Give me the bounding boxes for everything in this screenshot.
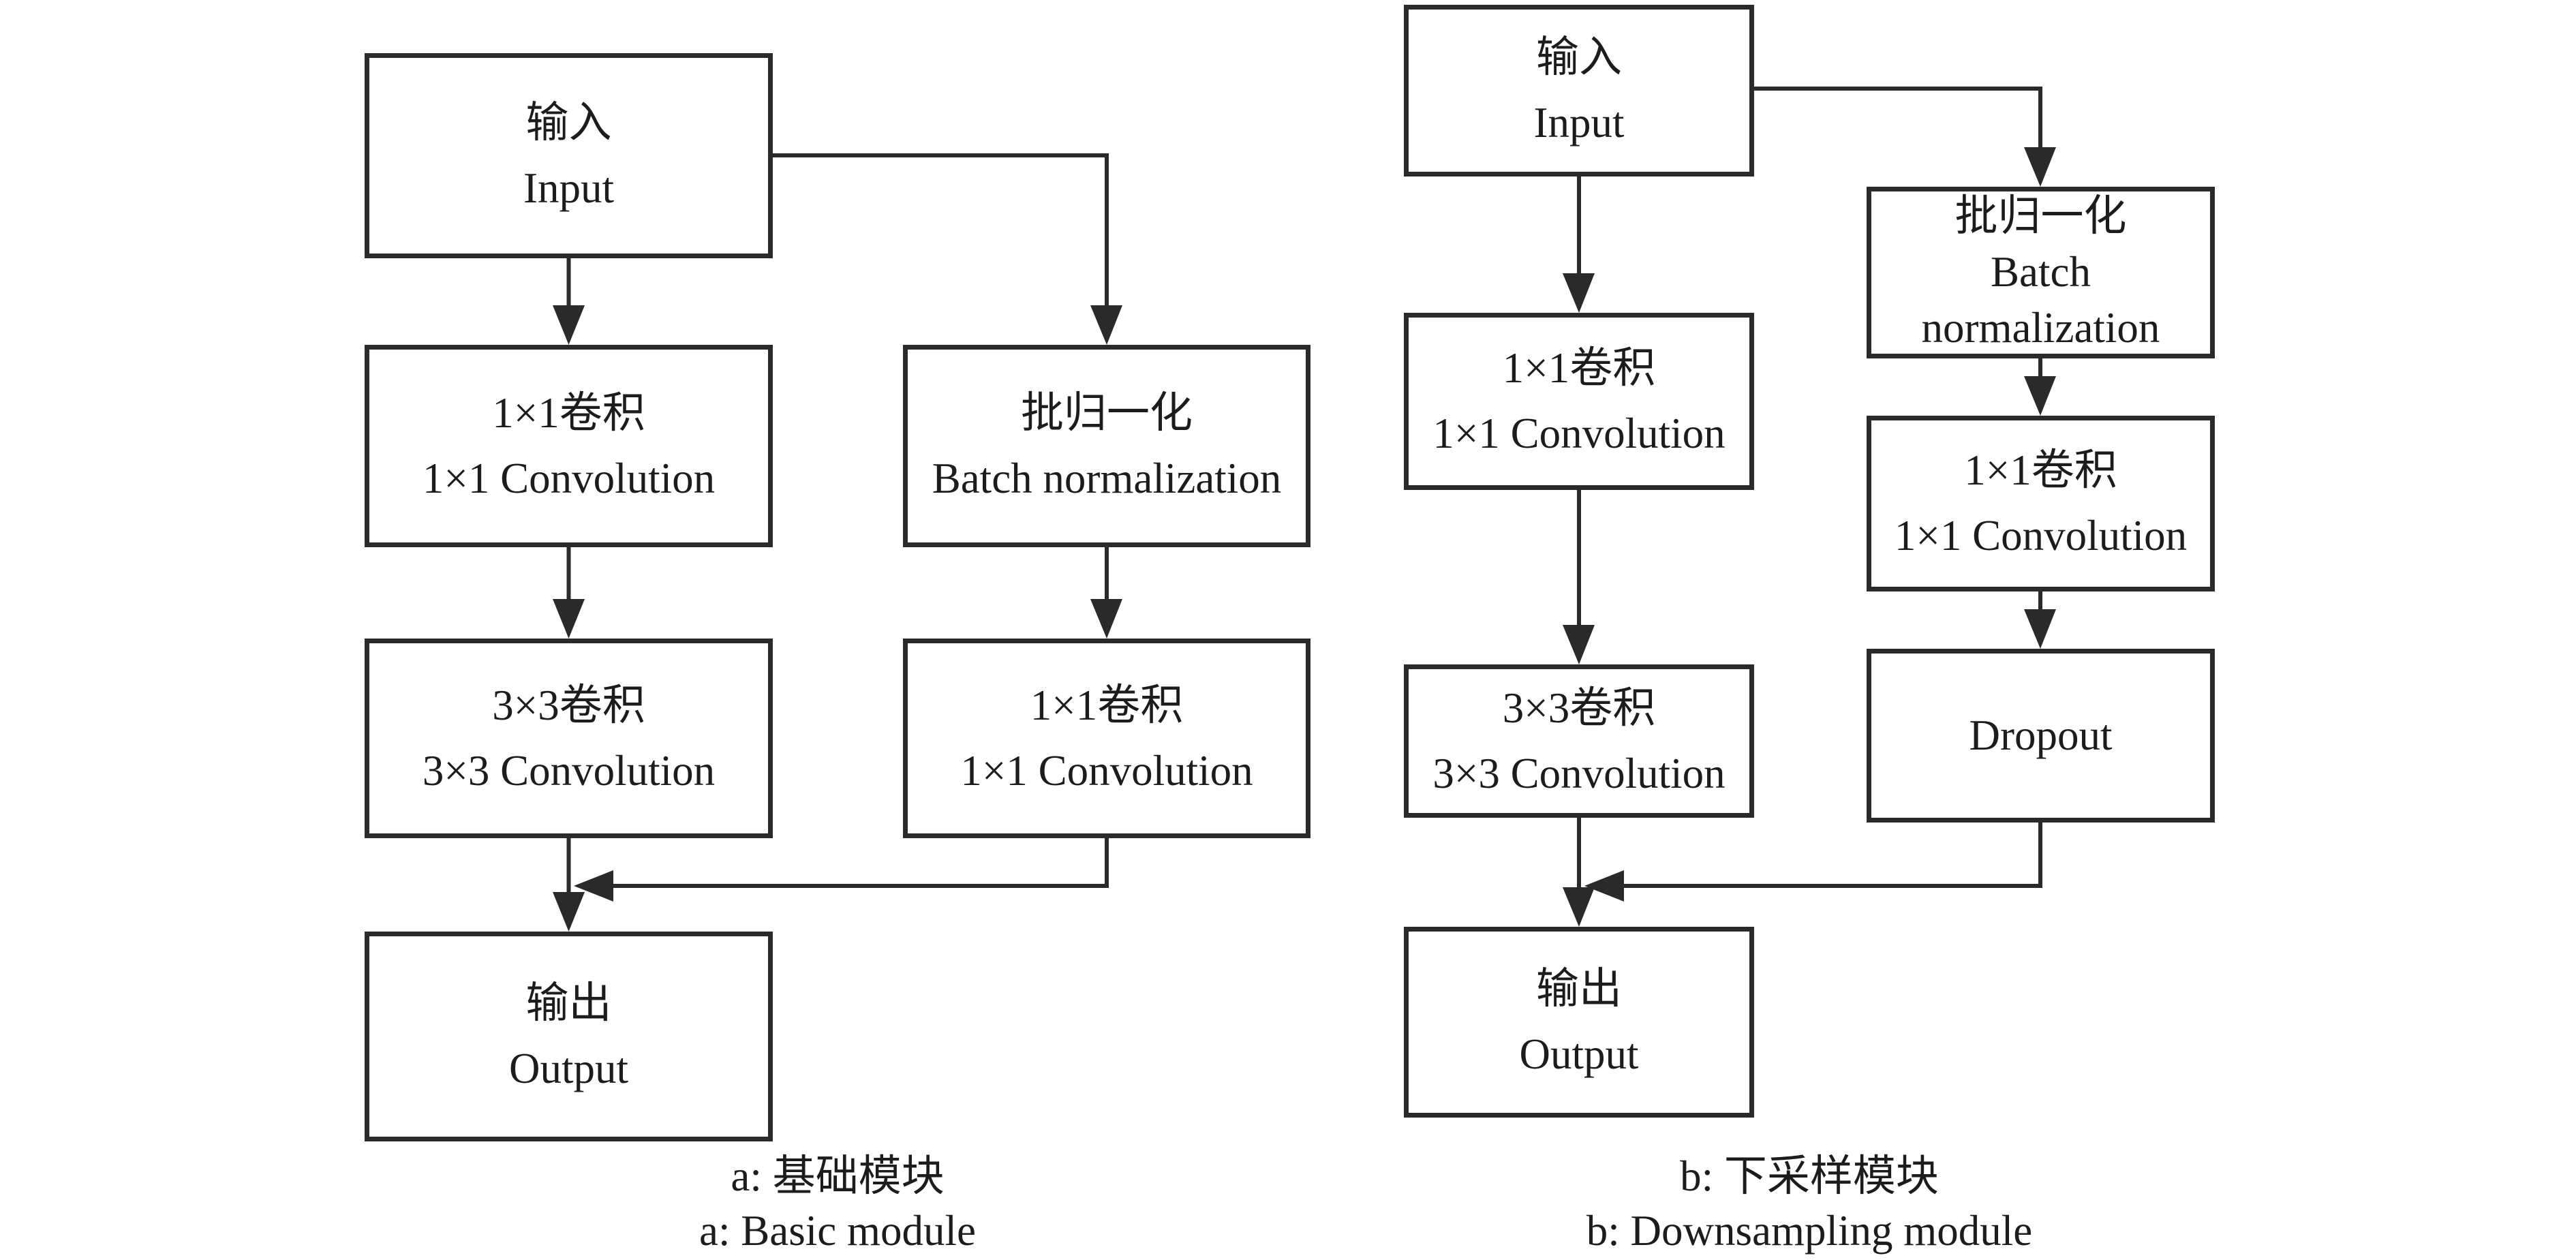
node-a-input: 输入 Input <box>365 53 773 258</box>
arrowhead-b-dropout <box>2024 609 2056 649</box>
node-a-conv1x1-branch-label-zh: 1×1卷积 <box>1030 681 1184 729</box>
node-b-conv3x3: 3×3卷积 3×3 Convolution <box>1404 664 1754 818</box>
node-a-conv1x1-label-en: 1×1 Convolution <box>422 454 716 502</box>
node-b-batchnorm-label-zh: 批归一化 <box>1954 192 2127 241</box>
connector-b-input-bn <box>1754 87 2042 150</box>
node-b-conv3x3-label-en: 3×3 Convolution <box>1432 749 1726 797</box>
node-a-conv1x1-label-zh: 1×1卷积 <box>492 388 645 437</box>
arrowhead-a-output <box>553 892 585 932</box>
arrowhead-a-conv1 <box>553 305 585 345</box>
node-a-conv3x3-label-zh: 3×3卷积 <box>492 681 645 729</box>
node-b-conv1x1-branch: 1×1卷积 1×1 Convolution <box>1867 416 2215 591</box>
node-a-batchnorm: 批归一化 Batch normalization <box>903 345 1310 547</box>
caption-b: b: 下采样模块 b: Downsampling module <box>1503 1149 2116 1258</box>
node-a-conv3x3-label-en: 3×3 Convolution <box>422 746 716 795</box>
connector-a-input-bn <box>773 153 1109 308</box>
node-b-conv1x1-branch-label-en: 1×1 Convolution <box>1894 512 2188 559</box>
node-b-input-label-en: Input <box>1533 99 1625 147</box>
caption-a-en: a: Basic module <box>699 1207 976 1255</box>
node-b-batchnorm-label-en: Batch normalization <box>1921 248 2160 352</box>
arrowhead-a-conv3 <box>553 599 585 639</box>
connector-b-merge <box>1621 823 2042 888</box>
node-a-batchnorm-label-en: Batch normalization <box>932 454 1282 502</box>
node-a-output-label-zh: 输出 <box>525 979 612 1028</box>
node-a-conv1x1-branch-label-en: 1×1 Convolution <box>960 746 1253 795</box>
arrowhead-b-conv1b <box>2024 376 2056 416</box>
node-b-input-label-zh: 输入 <box>1536 33 1622 82</box>
arrowhead-b-merge <box>1584 870 1624 902</box>
node-b-output-label-en: Output <box>1519 1030 1639 1078</box>
node-a-conv1x1-branch: 1×1卷积 1×1 Convolution <box>903 639 1310 838</box>
node-b-input: 输入 Input <box>1404 5 1754 176</box>
node-a-input-label-zh: 输入 <box>525 98 612 147</box>
node-a-batchnorm-label-zh: 批归一化 <box>1021 388 1193 437</box>
node-b-batchnorm: 批归一化 Batch normalization <box>1867 187 2215 358</box>
arrowhead-a-merge <box>574 870 613 902</box>
caption-a: a: 基础模块 a: Basic module <box>565 1149 1110 1258</box>
node-b-conv1x1-label-zh: 1×1卷积 <box>1502 344 1656 393</box>
arrowhead-b-bn <box>2024 147 2056 187</box>
arrowhead-b-conv1 <box>1563 273 1595 313</box>
arrowhead-b-output <box>1563 887 1595 927</box>
node-b-conv1x1-branch-label-zh: 1×1卷积 <box>1964 446 2117 495</box>
node-b-dropout-label-en: Dropout <box>1969 711 2113 759</box>
node-a-input-label-en: Input <box>523 164 614 212</box>
connector-a-merge <box>611 838 1109 888</box>
node-b-output: 输出 Output <box>1404 927 1754 1118</box>
caption-b-zh: b: 下采样模块 <box>1680 1152 1939 1200</box>
node-b-conv3x3-label-zh: 3×3卷积 <box>1502 683 1656 732</box>
node-a-conv3x3: 3×3卷积 3×3 Convolution <box>365 639 773 838</box>
node-b-dropout: Dropout <box>1867 649 2215 823</box>
node-b-conv1x1: 1×1卷积 1×1 Convolution <box>1404 313 1754 490</box>
caption-a-zh: a: 基础模块 <box>731 1152 945 1200</box>
node-a-conv1x1: 1×1卷积 1×1 Convolution <box>365 345 773 547</box>
node-a-output: 输出 Output <box>365 932 773 1141</box>
arrowhead-a-bn <box>1090 305 1122 345</box>
arrowhead-a-conv1b <box>1090 599 1122 639</box>
node-b-output-label-zh: 输出 <box>1536 965 1622 1013</box>
arrowhead-b-conv3 <box>1563 625 1595 664</box>
node-b-conv1x1-label-en: 1×1 Convolution <box>1432 410 1726 457</box>
caption-b-en: b: Downsampling module <box>1586 1207 2033 1255</box>
node-a-output-label-en: Output <box>508 1045 628 1092</box>
